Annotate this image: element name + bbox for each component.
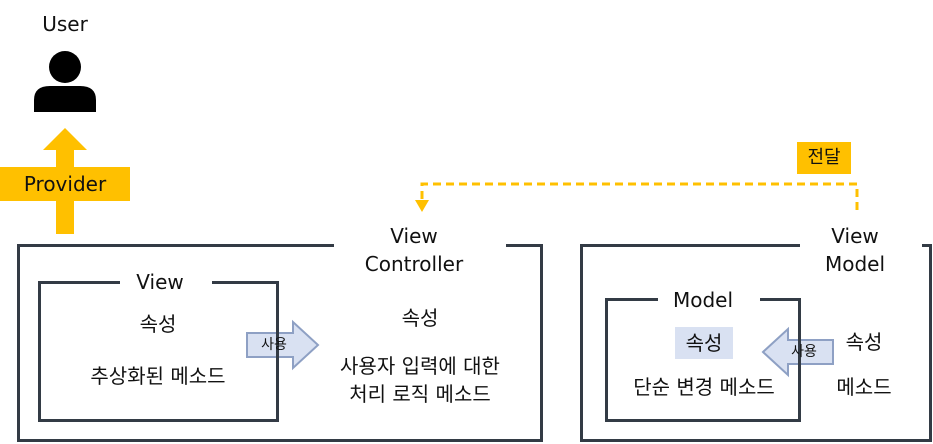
view-model-title-line1: View: [831, 224, 879, 248]
user-label: User: [42, 12, 88, 36]
view-uses-arrow-label: 사용: [261, 337, 287, 353]
view-controller-method-line2: 처리 로직 메소드: [349, 382, 491, 406]
view-model-attribute: 속성: [845, 330, 883, 354]
view-controller-title: View Controller: [334, 218, 506, 278]
view-controller-method-line1: 사용자 입력에 대한: [340, 354, 500, 378]
transfer-dashed-arrow: [415, 182, 859, 212]
model-attribute: 속성: [685, 331, 723, 355]
model-box: [605, 298, 801, 422]
transfer-label: 전달: [807, 147, 841, 168]
model-uses-arrow-label: 사용: [791, 344, 817, 360]
model-title-bg: Model: [658, 286, 760, 314]
view-uses-arrow: [246, 319, 320, 371]
view-method: 추상화된 메소드: [90, 364, 226, 388]
provider-label: Provider: [23, 172, 107, 196]
view-model-box: [580, 244, 932, 442]
view-controller-attribute: 속성: [401, 306, 439, 330]
view-title: View: [136, 270, 184, 294]
view-controller-box: [17, 244, 543, 442]
view-controller-title-line1: View: [390, 224, 438, 248]
view-model-title-line2: Model: [824, 252, 886, 276]
view-controller-title-line2: Controller: [364, 252, 464, 276]
view-model-title: View Model: [800, 218, 922, 278]
transfer-badge: 전달: [797, 142, 851, 174]
model-title: Model: [672, 288, 734, 312]
view-box: [38, 281, 279, 422]
provider-label-bar: Provider: [0, 167, 130, 201]
model-method: 단순 변경 메소드: [633, 375, 775, 399]
user-icon: [34, 51, 96, 112]
model-attribute-highlight: 속성: [675, 327, 733, 359]
view-attribute: 속성: [139, 312, 177, 336]
view-title-bg: View: [120, 268, 212, 296]
view-model-method: 메소드: [836, 375, 892, 399]
